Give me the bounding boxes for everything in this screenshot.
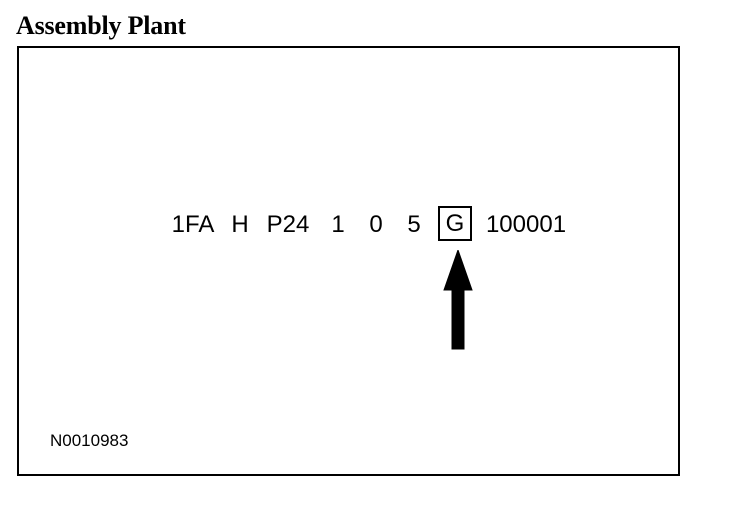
figure-id: N0010983 [50, 431, 129, 450]
diagram-title: Assembly Plant [16, 11, 186, 40]
vin-segment-engine: 1 [331, 211, 345, 238]
up-arrow-icon [443, 250, 473, 350]
vin-segment-line-body: P24 [266, 211, 310, 238]
vin-segment-assembly-plant: G [438, 206, 472, 241]
vin-segment-wmi: 1FA [171, 211, 215, 238]
vin-segment-model-year: 5 [407, 211, 421, 238]
diagram-frame: 1FA H P24 1 0 5 G 100001 N0010983 [17, 46, 680, 476]
vin-segment-restraint: H [231, 211, 249, 238]
vin-segment-serial: 100001 [485, 211, 567, 238]
vin-segment-check-digit: 0 [369, 211, 383, 238]
